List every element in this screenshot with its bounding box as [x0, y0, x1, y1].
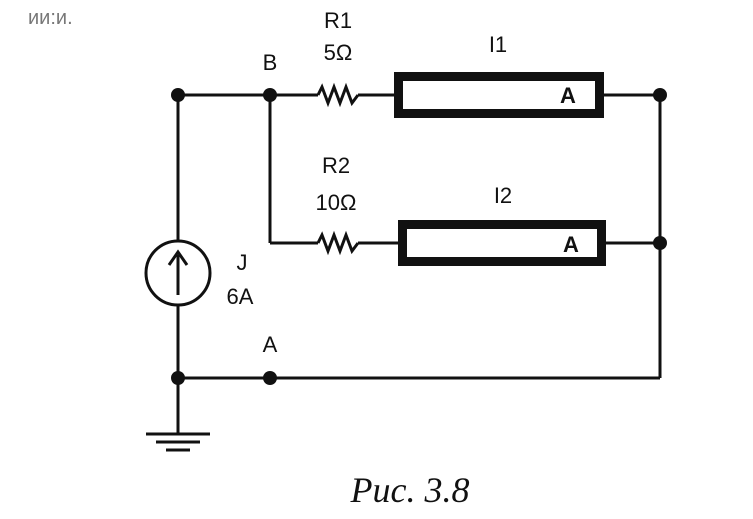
ammeter-i1-display	[401, 79, 597, 111]
node-label-a: A	[263, 332, 278, 357]
current-source-icon	[144, 239, 212, 307]
junction-a	[263, 371, 277, 385]
junction-mid-right	[653, 236, 667, 250]
ammeter-i1-symbol: A	[560, 83, 576, 108]
node-label-b: B	[263, 50, 278, 75]
figure-caption: Рис. 3.8	[350, 470, 470, 510]
resistor-r2-icon	[316, 230, 360, 256]
source-name-label: J	[237, 250, 248, 275]
ammeter-i2: A	[398, 220, 606, 266]
r2-name-label: R2	[322, 153, 350, 178]
ammeter-i1-label: I1	[489, 32, 507, 57]
ground-icon	[146, 432, 210, 452]
r1-value-label: 5Ω	[324, 40, 353, 65]
resistor-r1-icon	[316, 82, 360, 108]
scan-artifact: ии:и.	[28, 7, 73, 29]
r1-name-label: R1	[324, 8, 352, 33]
ammeter-i1: A	[394, 72, 604, 118]
ammeter-i2-symbol: A	[563, 232, 579, 257]
source-value-label: 6A	[227, 284, 254, 309]
junction-b	[263, 88, 277, 102]
junction-bottom-left	[171, 371, 185, 385]
junction-top-right	[653, 88, 667, 102]
r2-value-label: 10Ω	[316, 190, 357, 215]
ammeter-i2-label: I2	[494, 183, 512, 208]
ammeter-i2-display	[405, 227, 599, 259]
junction-top-left	[171, 88, 185, 102]
